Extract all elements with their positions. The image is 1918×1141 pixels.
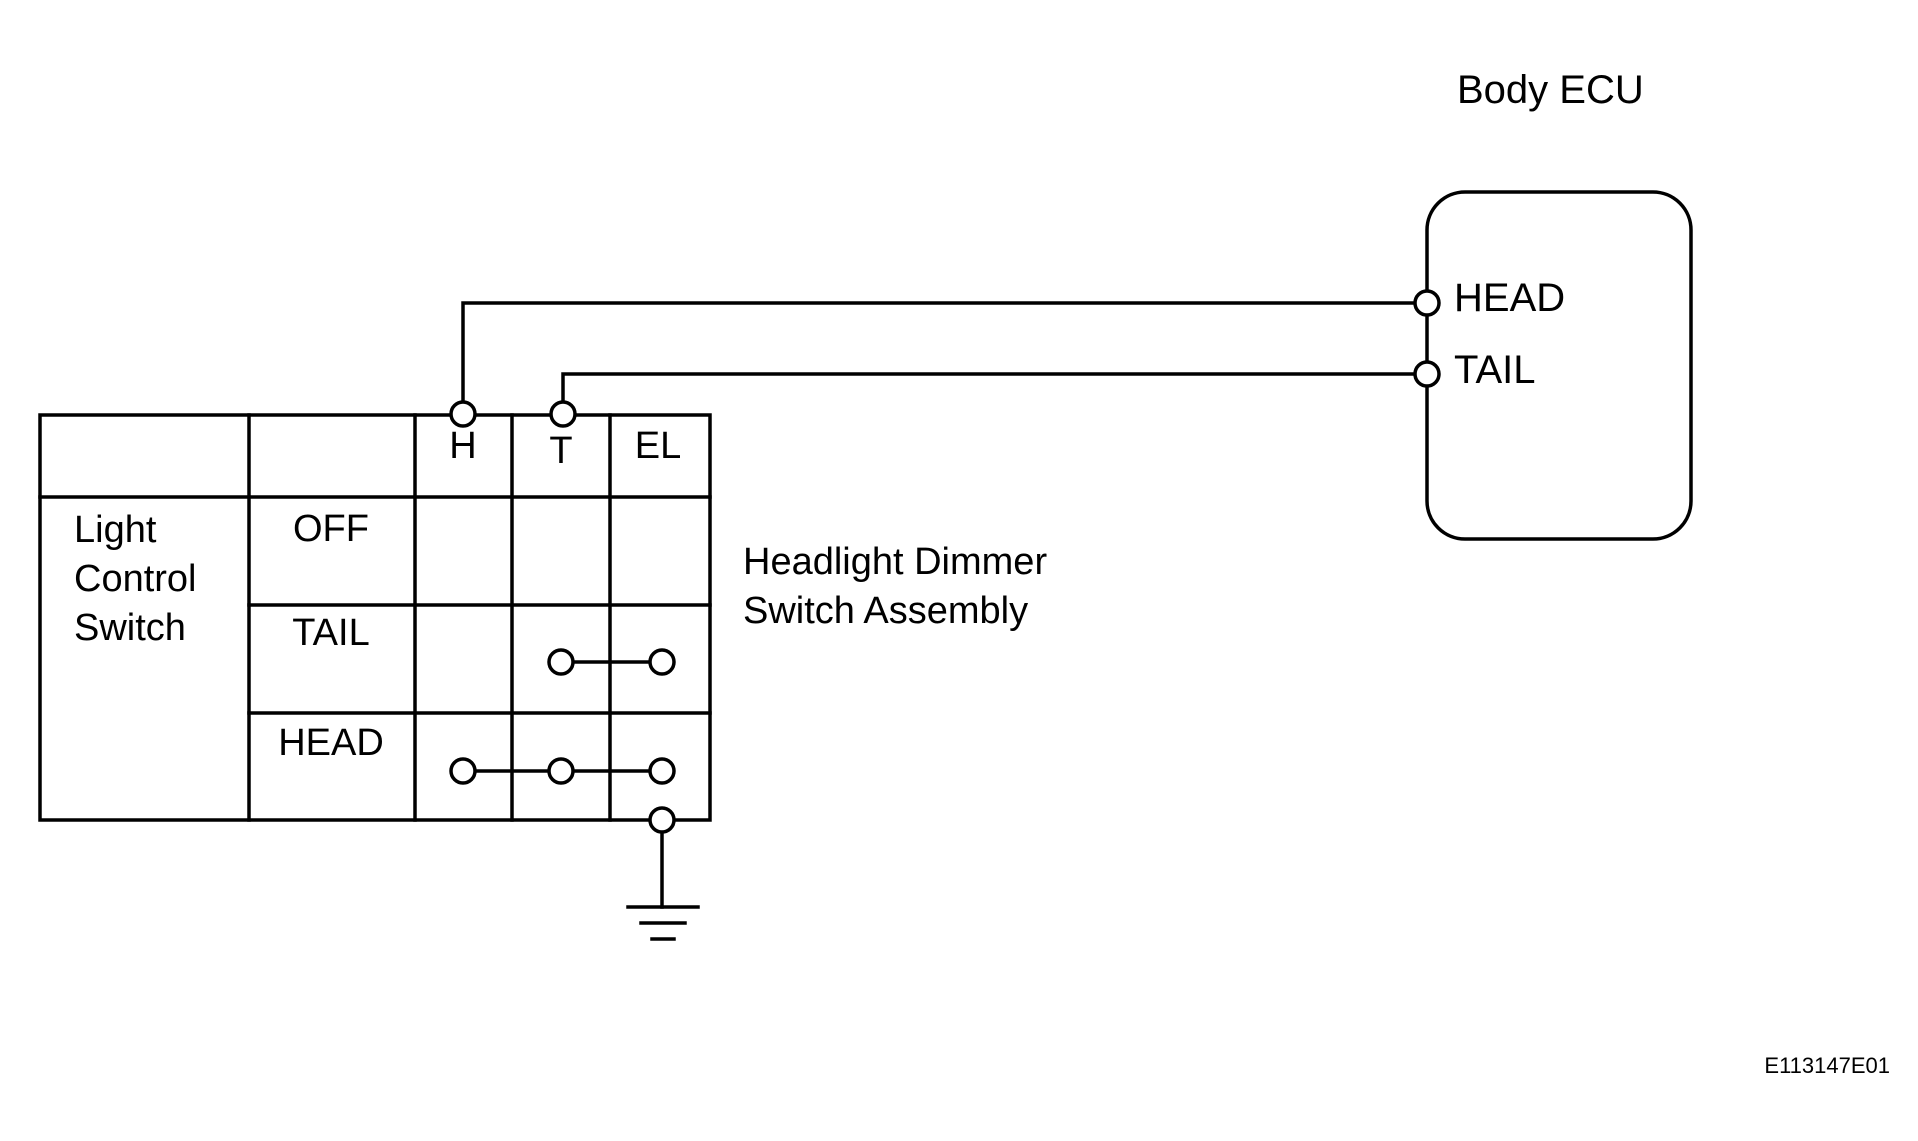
ground-symbol-icon <box>626 905 700 941</box>
column-header-h: H <box>449 425 476 467</box>
row-header-line3: Switch <box>74 607 186 649</box>
row-header-line2: Control <box>74 558 197 600</box>
ecu-terminal-tail <box>1413 360 1441 388</box>
ecu-pin-head-label: HEAD <box>1454 276 1565 320</box>
ecu-pin-tail-label: TAIL <box>1454 348 1536 392</box>
switch-table <box>38 413 712 822</box>
position-off: OFF <box>293 508 369 550</box>
switch-terminal-h <box>449 400 477 428</box>
switch-table-frame <box>38 413 712 822</box>
continuity-terminal-head-t <box>547 757 575 785</box>
column-header-el: EL <box>635 425 681 467</box>
continuity-terminal-head-el <box>648 757 676 785</box>
ecu-title: Body ECU <box>1457 68 1644 112</box>
switch-terminal-t <box>549 400 577 428</box>
continuity-terminal-tail-el <box>648 648 676 676</box>
switch-assembly-title-line2: Switch Assembly <box>743 590 1028 632</box>
switch-assembly-title-line1: Headlight Dimmer <box>743 541 1047 583</box>
wire-tail <box>561 372 1415 404</box>
column-header-t: T <box>549 430 572 472</box>
row-header-line1: Light <box>74 509 157 551</box>
switch-terminal-el <box>648 806 676 834</box>
position-head: HEAD <box>278 722 384 764</box>
figure-code: E113147E01 <box>1764 1053 1890 1078</box>
continuity-terminal-tail-t <box>547 648 575 676</box>
ecu-terminal-head <box>1413 289 1441 317</box>
position-tail: TAIL <box>292 612 369 654</box>
continuity-terminal-head-h <box>449 757 477 785</box>
wire-head <box>461 301 1415 404</box>
